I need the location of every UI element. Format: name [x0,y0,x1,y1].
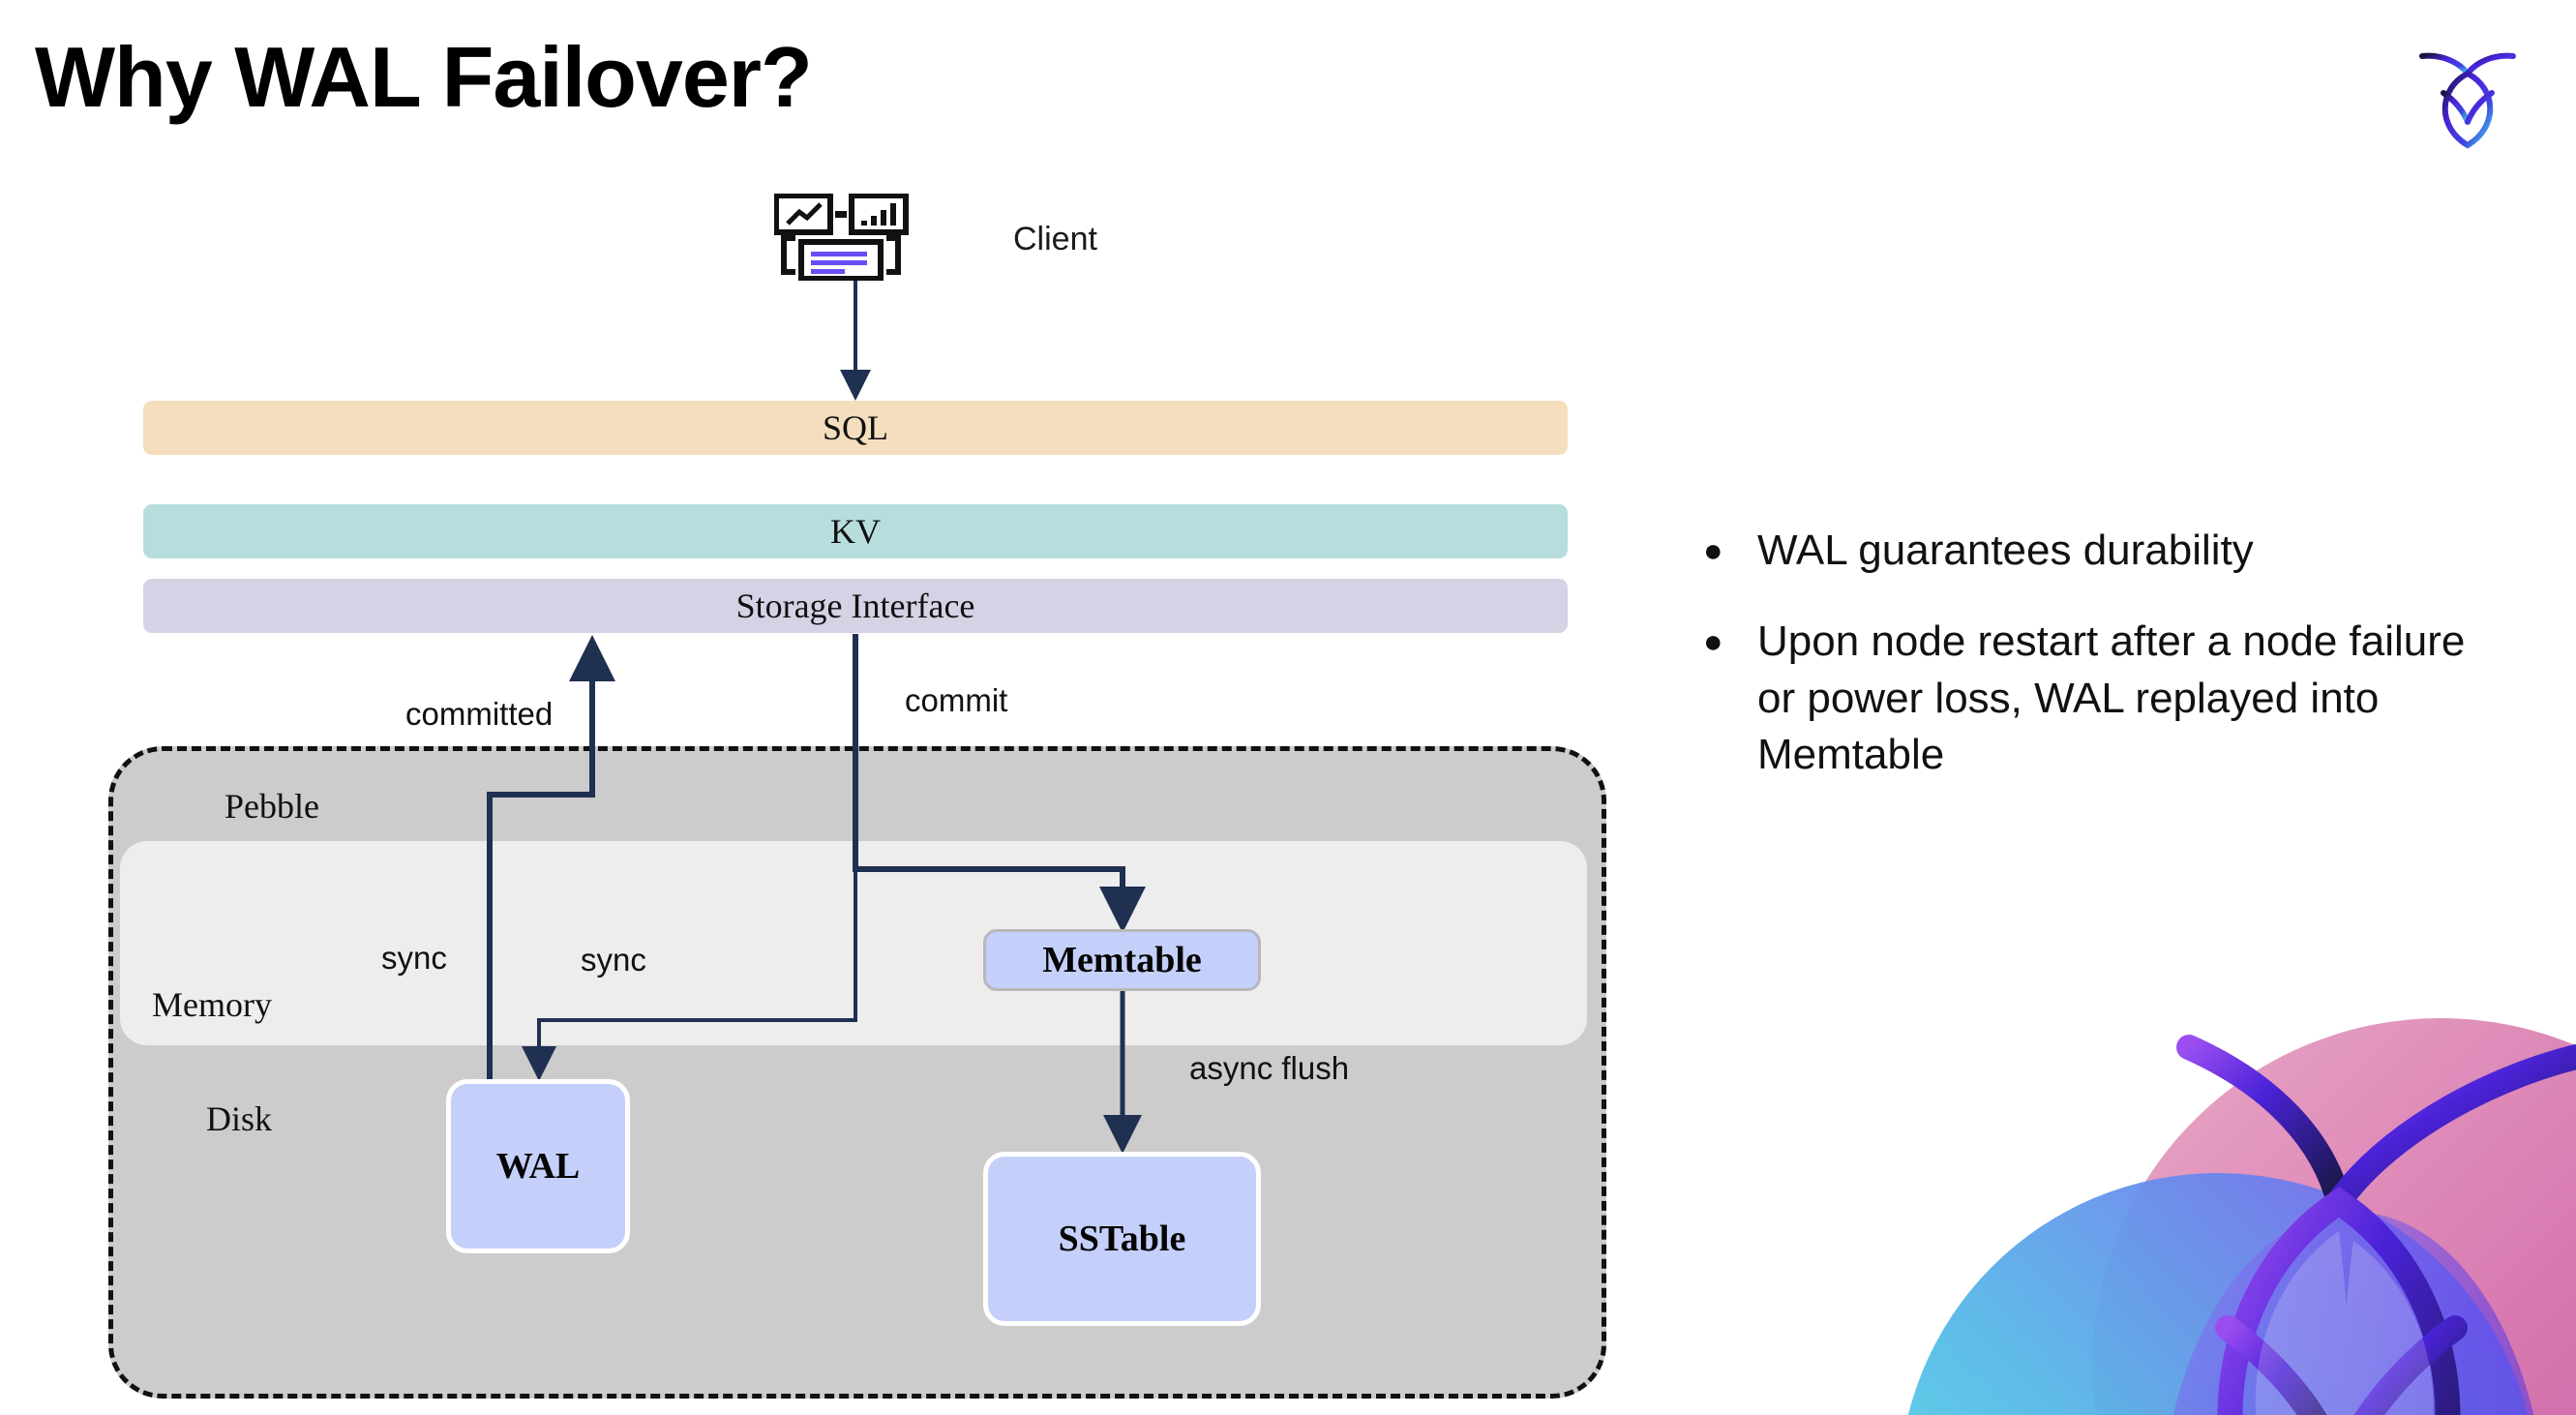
edge-label-sync-left: sync [381,940,447,976]
node-label-memtable: Memtable [1042,940,1202,980]
node-memtable: Memtable [983,929,1261,991]
layer-bar-sql: SQL [143,401,1568,455]
layer-bar-storage-interface: Storage Interface [143,579,1568,633]
node-sstable: SSTable [983,1152,1261,1326]
list-item: ● Upon node restart after a node failure… [1703,614,2506,782]
node-label-wal: WAL [495,1146,581,1187]
layer-label-storage-interface: Storage Interface [735,587,975,625]
client-label: Client [1013,221,1097,257]
cockroach-watermark-icon [1899,912,2576,1415]
bullet-list: ● WAL guarantees durability ● Upon node … [1703,523,2506,818]
edge-label-sync-right: sync [581,942,646,978]
page-title: Why WAL Failover? [35,29,813,125]
edge-label-committed: committed [405,696,554,732]
edge-label-async-flush: async flush [1189,1050,1350,1086]
disk-label: Disk [206,1099,273,1138]
layer-label-sql: SQL [822,408,888,447]
memory-region [120,841,1587,1045]
bullet-text: WAL guarantees durability [1757,527,2254,574]
layer-bar-kv: KV [143,504,1568,558]
client-devices-icon [773,193,929,282]
list-item: ● WAL guarantees durability [1703,523,2506,579]
bullet-marker-icon: ● [1703,623,1723,661]
bullet-text: Upon node restart after a node failure o… [1757,617,2466,778]
edge-label-commit: commit [905,682,1008,718]
layer-label-kv: KV [830,512,881,551]
bullet-marker-icon: ● [1703,532,1723,569]
node-wal: WAL [446,1079,630,1253]
node-label-sstable: SSTable [1058,1219,1186,1259]
cockroach-logo-icon [2414,39,2521,155]
pebble-label: Pebble [225,787,319,826]
memory-label: Memory [152,985,272,1024]
